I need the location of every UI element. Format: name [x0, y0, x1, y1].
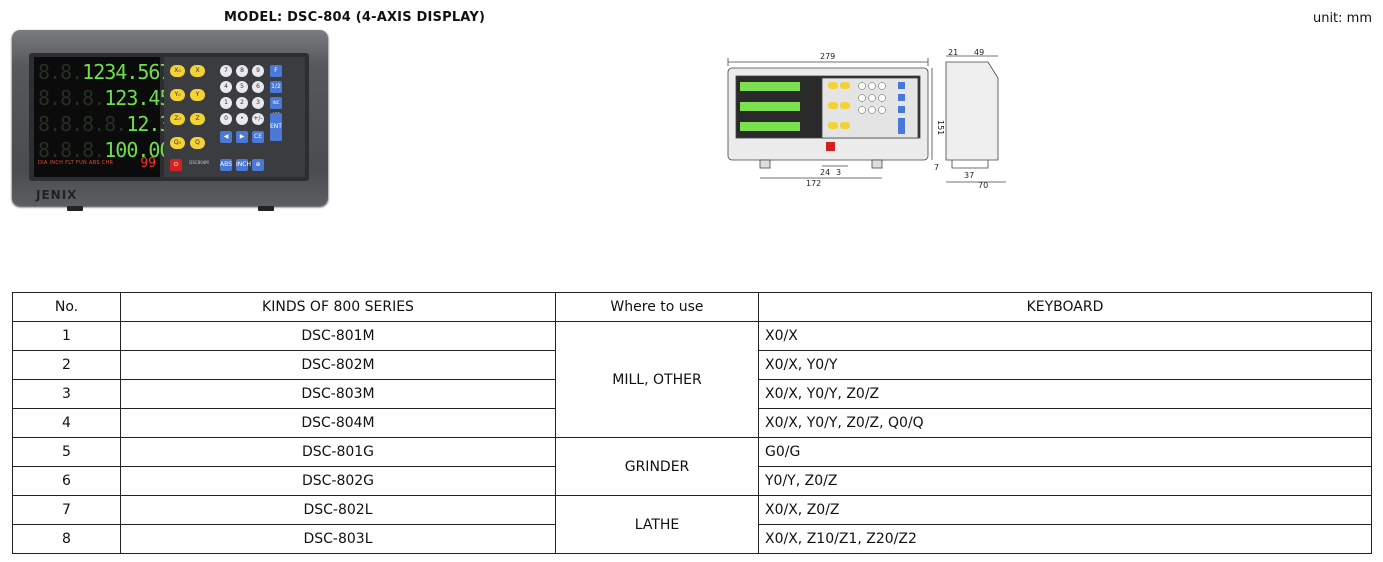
cell-keyboard: X0/X, Y0/Y	[758, 350, 1372, 380]
model-title: MODEL: DSC-804 (4-AXIS DISPLAY)	[224, 10, 486, 25]
dim-width: 279	[820, 52, 835, 61]
power-icon: ⏻	[170, 159, 182, 171]
key-0: 0	[220, 113, 232, 125]
header-where: Where to use	[555, 292, 759, 322]
dim-foot-h: 7	[934, 163, 939, 172]
table-row: 1 DSC-801M MILL, OTHER X0/X	[12, 321, 1372, 438]
series-table: No. KINDS OF 800 SERIES Where to use KEY…	[12, 292, 1372, 554]
key-1: 1	[220, 97, 232, 109]
cell-no: 1	[12, 321, 121, 351]
key-left: ◀	[220, 131, 232, 143]
key-ce: CE	[252, 131, 264, 143]
cell-kind: DSC-803L	[120, 524, 556, 554]
table-row: 8 DSC-803L X0/X, Z10/Z1, Z20/Z2	[12, 524, 1372, 554]
dim-foot-spacing: 172	[806, 179, 821, 188]
brand-logo: JENIX	[36, 188, 78, 202]
key-q: Q	[190, 137, 205, 149]
cell-keyboard: X0/X, Y0/Y, Z0/Z	[758, 379, 1372, 409]
device-keypad: X₀ X Y₀ Y Z₀ Z Q₀ Q 7 8 9 F 4 5 6 1/2 1 …	[164, 57, 305, 177]
header-kind: KINDS OF 800 SERIES	[120, 292, 556, 322]
key-ent: ENT	[270, 113, 282, 141]
cell-where: GRINDER	[555, 437, 759, 496]
cell-kind: DSC-801M	[120, 321, 556, 351]
key-9: 9	[252, 65, 264, 77]
cell-no: 8	[12, 524, 121, 554]
cell-keyboard: X0/X, Z10/Z1, Z20/Z2	[758, 524, 1372, 554]
key-3: 3	[252, 97, 264, 109]
key-7: 7	[220, 65, 232, 77]
key-4: 4	[220, 81, 232, 93]
cell-no: 2	[12, 350, 121, 380]
channel-display: 99	[140, 156, 156, 171]
key-y: Y	[190, 89, 205, 101]
key-abs: ABS	[220, 159, 232, 171]
dim-foot-b: 3	[836, 168, 841, 177]
header-no: No.	[12, 292, 121, 322]
cell-keyboard: X0/X, Y0/Y, Z0/Z, Q0/Q	[758, 408, 1372, 438]
cell-keyboard: X0/X, Z0/Z	[758, 495, 1372, 525]
dim-side-a: 21	[948, 48, 958, 57]
key-5: 5	[236, 81, 248, 93]
device-foot-left	[67, 206, 83, 211]
key-q0: Q₀	[170, 137, 185, 149]
indicator-row: DIA INCH FLT FUN ABS CHR	[38, 160, 114, 166]
key-dot: •	[236, 113, 248, 125]
dim-depth: 70	[978, 181, 988, 188]
key-inch: INCH	[236, 159, 251, 171]
cell-no: 6	[12, 466, 121, 496]
readout-y: 8.8.8.123.456	[38, 86, 183, 110]
dim-foot-a: 24	[820, 168, 830, 177]
key-6: 6	[252, 81, 264, 93]
cell-no: 5	[12, 437, 121, 467]
unit-label: unit: mm	[1312, 11, 1372, 26]
readout-q: 8.8.8.100.000	[38, 138, 183, 162]
cell-no: 7	[12, 495, 121, 525]
cell-where: MILL, OTHER	[555, 321, 759, 438]
cell-no: 4	[12, 408, 121, 438]
key-center: ⊕	[252, 159, 264, 171]
key-z: Z	[190, 113, 205, 125]
readout-x: 8.8.1234.567	[38, 60, 172, 84]
key-x0: X₀	[170, 65, 185, 77]
device-display: 8.8.1234.567 8.8.8.123.456 8.8.8.8.12.34…	[34, 57, 194, 177]
key-right: ▶	[236, 131, 248, 143]
cell-kind: DSC-802G	[120, 466, 556, 496]
cell-keyboard: X0/X	[758, 321, 1372, 351]
device-foot-right	[258, 206, 274, 211]
key-y0: Y₀	[170, 89, 185, 101]
dimension-drawing: 279 151 21 49 172 24 3 7 37 70	[727, 48, 1006, 188]
cell-kind: DSC-804M	[120, 408, 556, 438]
table-row: 2 DSC-802M X0/X, Y0/Y	[12, 350, 1372, 380]
table-row: 5 DSC-801G GRINDER G0/G	[12, 437, 1372, 496]
key-half: 1/2	[270, 81, 282, 93]
cell-keyboard: Y0/Y, Z0/Z	[758, 466, 1372, 496]
cell-kind: DSC-802M	[120, 350, 556, 380]
readout-z: 8.8.8.8.12.345	[38, 112, 194, 136]
cell-no: 3	[12, 379, 121, 409]
device-photo: 8.8.1234.567 8.8.8.123.456 8.8.8.8.12.34…	[12, 30, 328, 211]
table-header-row: No. KINDS OF 800 SERIES Where to use KEY…	[12, 292, 1372, 322]
key-inc-abs: INC ABS	[270, 97, 282, 117]
cell-where: LATHE	[555, 495, 759, 554]
key-x: X	[190, 65, 205, 77]
cell-kind: DSC-803M	[120, 379, 556, 409]
cell-kind: DSC-802L	[120, 495, 556, 525]
table-row: 3 DSC-803M X0/X, Y0/Y, Z0/Z	[12, 379, 1372, 409]
dim-side-b: 49	[974, 48, 984, 57]
cell-kind: DSC-801G	[120, 437, 556, 467]
table-row: 7 DSC-802L LATHE X0/X, Z0/Z	[12, 495, 1372, 554]
key-z0: Z₀	[170, 113, 185, 125]
dim-height: 151	[936, 120, 945, 135]
key-f: F	[270, 65, 282, 77]
header-keyboard: KEYBOARD	[758, 292, 1372, 322]
panel-label: DSC804M	[189, 160, 209, 165]
key-8: 8	[236, 65, 248, 77]
key-2: 2	[236, 97, 248, 109]
dim-side-foot: 37	[964, 171, 974, 180]
cell-keyboard: G0/G	[758, 437, 1372, 467]
key-sign: +/-	[252, 113, 264, 125]
